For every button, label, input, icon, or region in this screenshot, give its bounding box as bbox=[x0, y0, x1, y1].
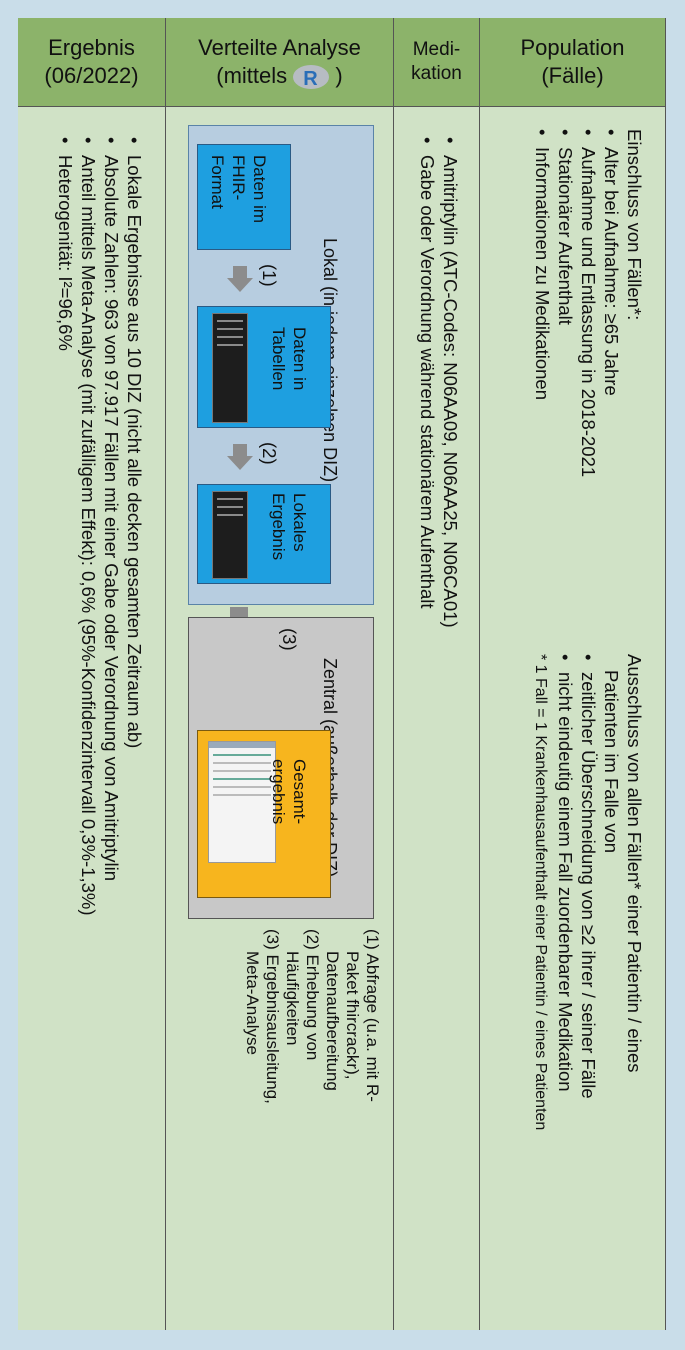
box-lokal-line: Ergebnis bbox=[269, 493, 288, 561]
ergebnis-item: Heterogenität: I²=96,6% bbox=[54, 137, 77, 916]
legend-line: (1) Abfrage (u.a. mit R- bbox=[363, 929, 382, 1102]
legend-line: Meta-Analyse bbox=[243, 951, 262, 1055]
header-analyse-line1: Verteilte Analyse bbox=[198, 35, 361, 60]
legend-line: (2) Erhebung von bbox=[303, 929, 322, 1061]
arrow-1 bbox=[233, 266, 247, 278]
ergebnis-item: Anteil mittels Meta-Analyse (mit zufälli… bbox=[77, 137, 100, 916]
box-lokal-line: Lokales bbox=[290, 493, 309, 552]
terminal-icon bbox=[212, 491, 248, 579]
medikation-list: Amitriptylin (ATC-Codes: N06AA09, N06AA2… bbox=[416, 137, 462, 628]
arrow-2-head bbox=[227, 456, 253, 470]
medikation-item: Amitriptylin (ATC-Codes: N06AA09, N06AA2… bbox=[439, 137, 462, 628]
einschluss-title: Einschluss von Fällen*: bbox=[624, 129, 645, 321]
ergebnis-item: Absolute Zahlen: 963 von 97.917 Fällen m… bbox=[100, 137, 123, 916]
ausschluss-line1: Ausschluss von allen Fällen* einer Patie… bbox=[624, 654, 645, 1073]
header-population-line1: Population bbox=[520, 35, 625, 60]
box-fhir-line: FHIR- bbox=[229, 155, 248, 201]
terminal-icon bbox=[212, 313, 248, 423]
header-medikation: Medi- kation bbox=[394, 18, 479, 107]
einschluss-item: Alter bei Aufnahme: ≥65 Jahre bbox=[600, 129, 623, 477]
ergebnis-list: Lokale Ergebnisse aus 10 DIZ (nicht alle… bbox=[54, 137, 146, 916]
column-analyse: Verteilte Analyse (mittels R ) Lokal (in… bbox=[166, 18, 394, 1330]
column-ergebnis: Ergebnis (06/2022) Lokale Ergebnisse aus… bbox=[18, 18, 166, 1330]
box-tabellen: Daten in Tabellen bbox=[197, 306, 331, 428]
box-gesamt-line: Gesamt- bbox=[290, 759, 309, 825]
legend-line: Paket fhircrackr), bbox=[342, 929, 362, 1104]
screenshot-icon bbox=[208, 741, 276, 863]
step-3-label: (3) bbox=[279, 628, 300, 651]
header-medikation-line1: Medi- bbox=[412, 39, 461, 60]
einschluss-item: Stationärer Aufenthalt bbox=[554, 129, 577, 477]
zentral-container: Zentral (außerhalb der DIZ) (3) Gesamt- … bbox=[188, 617, 374, 919]
header-population: Population (Fälle) bbox=[480, 18, 665, 107]
ausschluss-block: Ausschluss von allen Fällen* einer Patie… bbox=[529, 654, 646, 1130]
body-ergebnis: Lokale Ergebnisse aus 10 DIZ (nicht alle… bbox=[18, 107, 165, 1330]
step-2-label: (2) bbox=[259, 442, 280, 465]
r-logo-letter: R bbox=[303, 68, 318, 91]
body-analyse: Lokal (in jedem einzelnen DIZ) Daten im … bbox=[166, 107, 393, 1330]
arrow-1-head bbox=[227, 278, 253, 292]
r-logo-icon: R bbox=[293, 65, 330, 90]
lokal-container: Lokal (in jedem einzelnen DIZ) Daten im … bbox=[188, 125, 374, 605]
box-fhir: Daten im FHIR- Format bbox=[197, 144, 291, 250]
einschluss-block: Einschluss von Fällen*: Alter bei Aufnah… bbox=[531, 129, 646, 477]
box-tabellen-line: Daten in bbox=[290, 327, 309, 391]
legend-line: Datenaufbereitung bbox=[323, 951, 342, 1091]
column-population: Population (Fälle) Einschluss von Fällen… bbox=[480, 18, 666, 1330]
box-gesamtergebnis: Gesamt- ergebnis bbox=[197, 730, 331, 898]
box-tabellen-text: Daten in Tabellen bbox=[268, 327, 310, 390]
step-1-label: (1) bbox=[259, 264, 280, 287]
ausschluss-line2: Patienten im Falle von bbox=[601, 670, 622, 854]
ausschluss-item: nicht eindeutig einem Fall zuordenbarer … bbox=[554, 654, 577, 1130]
body-population: Einschluss von Fällen*: Alter bei Aufnah… bbox=[480, 107, 665, 1330]
box-lokales-ergebnis: Lokales Ergebnis bbox=[197, 484, 331, 584]
box-tabellen-line: Tabellen bbox=[269, 327, 288, 391]
ergebnis-item: Lokale Ergebnisse aus 10 DIZ (nicht alle… bbox=[123, 137, 146, 916]
legend-line-text: Paket fhircrackr), bbox=[343, 951, 362, 1080]
einschluss-item: Aufnahme und Entlassung in 2018-2021 bbox=[577, 129, 600, 477]
header-ergebnis-line1: Ergebnis bbox=[48, 35, 135, 60]
header-analyse-prefix: (mittels bbox=[216, 63, 288, 88]
header-analyse: Verteilte Analyse (mittels R ) bbox=[166, 18, 393, 107]
header-ergebnis-line2: (06/2022) bbox=[44, 63, 139, 88]
header-analyse-suffix: ) bbox=[335, 63, 343, 88]
box-fhir-text: Daten im FHIR- Format bbox=[207, 155, 270, 223]
column-medikation: Medi- kation Amitriptylin (ATC-Codes: N0… bbox=[394, 18, 480, 1330]
header-medikation-line2: kation bbox=[411, 63, 462, 84]
legend-line: Häufigkeiten bbox=[283, 951, 302, 1046]
ausschluss-item: zeitlicher Überschneidung von ≥2 ihrer /… bbox=[577, 654, 600, 1130]
legend-line: (3) Ergebnisausleitung, bbox=[263, 929, 282, 1104]
box-fhir-line: Format bbox=[208, 155, 227, 209]
population-footnote: * 1 Fall = 1 Krankenhausaufenthalt einer… bbox=[532, 654, 549, 1131]
einschluss-item: Informationen zu Medikationen bbox=[531, 129, 554, 477]
box-fhir-line: Daten im bbox=[250, 155, 269, 224]
analyse-legend: (1) Abfrage (u.a. mit R- Paket fhircrack… bbox=[242, 929, 382, 1104]
box-gesamt-text: Gesamt- ergebnis bbox=[268, 759, 310, 824]
header-analyse-line2: (mittels R ) bbox=[216, 62, 342, 90]
arrow-2 bbox=[233, 444, 247, 456]
box-lokal-text: Lokales Ergebnis bbox=[268, 493, 310, 560]
medikation-item: Gabe oder Verordnung während stationärem… bbox=[416, 137, 439, 628]
box-gesamt-line: ergebnis bbox=[269, 759, 288, 825]
header-population-line2: (Fälle) bbox=[541, 63, 604, 88]
header-ergebnis: Ergebnis (06/2022) bbox=[18, 18, 165, 107]
body-medikation: Amitriptylin (ATC-Codes: N06AA09, N06AA2… bbox=[394, 107, 479, 1330]
